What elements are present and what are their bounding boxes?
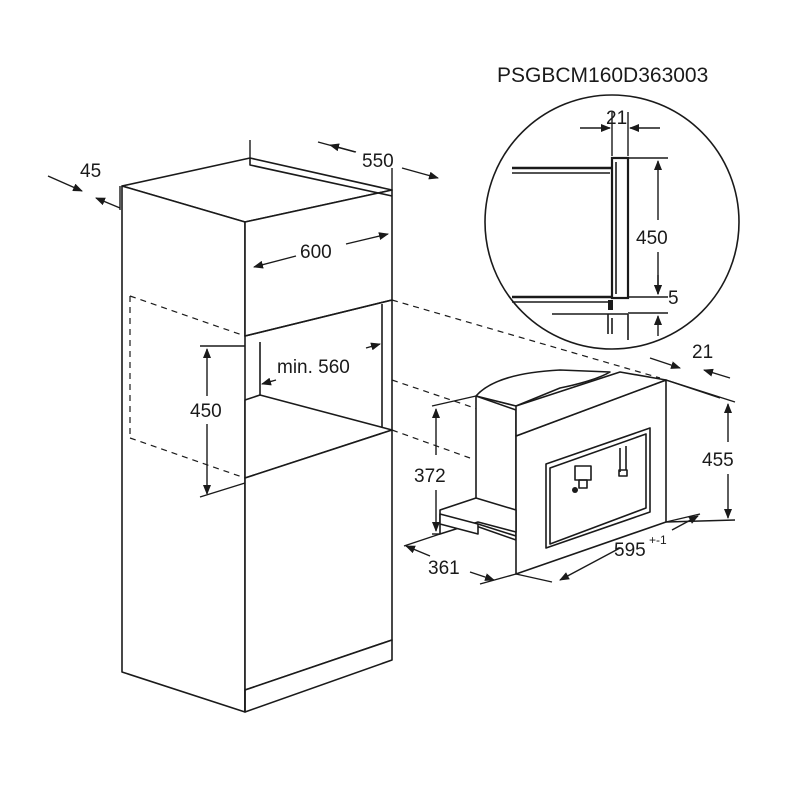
label-detail-height: 450 [636, 228, 668, 249]
label-appliance-height: 455 [702, 450, 734, 471]
label-niche-width: min. 560 [277, 357, 350, 378]
dim-detail-offset: 5 [654, 275, 679, 336]
label-appliance-width: 595 [614, 540, 646, 561]
label-cabinet-depth: 550 [362, 151, 394, 172]
dim-cabinet-depth: 550 [249, 140, 439, 190]
label-detail-gap: 21 [606, 108, 627, 129]
label-niche-height: 450 [190, 401, 222, 422]
dim-detail-height: 450 [636, 160, 668, 295]
model-code: PSGBCM160D363003 [497, 64, 708, 87]
dim-cabinet-side-depth: 45 [47, 161, 121, 210]
dim-detail-gap: 21 [580, 108, 660, 132]
label-appliance-depth: 361 [428, 558, 460, 579]
detail-view [484, 94, 740, 350]
label-appliance-body-height: 372 [414, 466, 446, 487]
appliance [439, 369, 667, 575]
dim-niche-width: min. 560 [261, 342, 381, 386]
dim-appliance-body-height: 372 [414, 395, 477, 535]
label-cabinet-width: 600 [300, 242, 332, 263]
label-appliance-frame-depth: 21 [692, 342, 713, 363]
cabinet [121, 157, 393, 713]
dim-cabinet-width: 600 [253, 232, 389, 269]
dim-appliance-depth: 361 [403, 533, 517, 585]
dim-appliance-width: 595 +-1 [515, 513, 701, 583]
label-appliance-width-tolerance: +-1 [649, 533, 667, 547]
label-detail-offset: 5 [668, 288, 679, 309]
dim-appliance-height: 455 [665, 379, 736, 523]
dim-niche-height: 450 [190, 345, 246, 498]
label-cabinet-side-depth: 45 [80, 161, 101, 182]
